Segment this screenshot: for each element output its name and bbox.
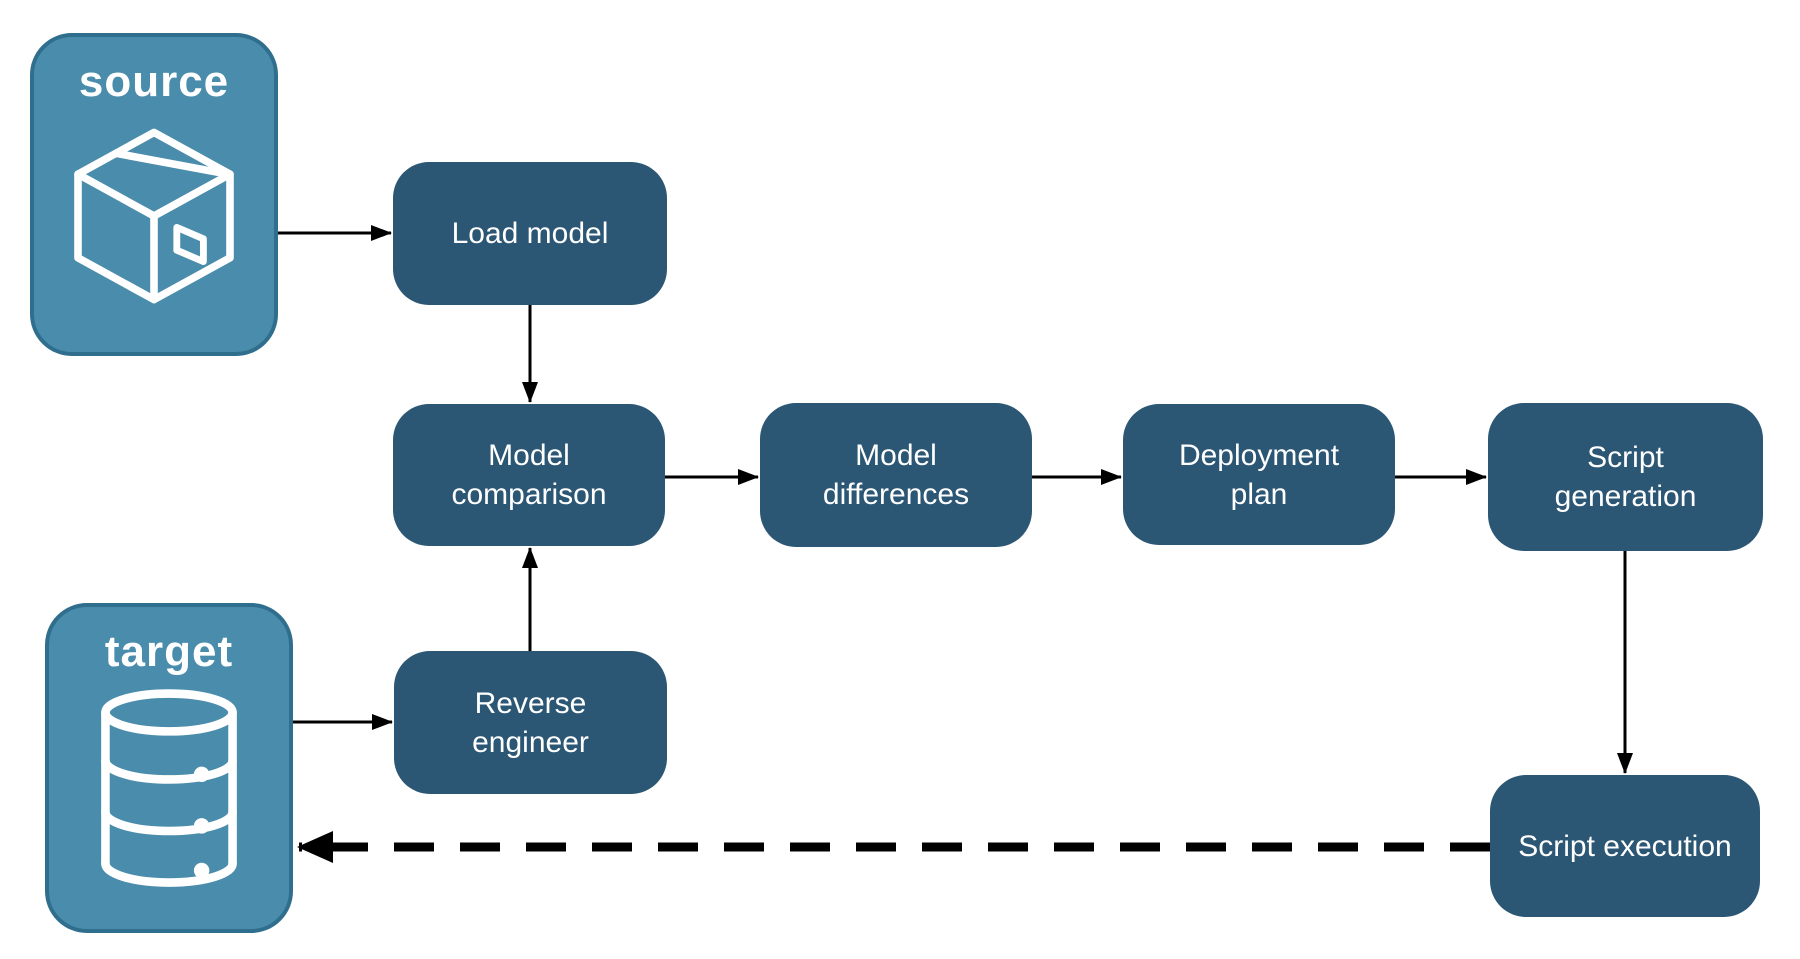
entity-source: source xyxy=(30,33,278,356)
node-model-differences: Model differences xyxy=(760,403,1032,547)
node-script-execution: Script execution xyxy=(1490,775,1760,917)
node-load-model: Load model xyxy=(393,162,667,305)
target-label: target xyxy=(104,627,234,676)
package-icon xyxy=(59,121,249,311)
entity-target: target xyxy=(45,603,293,933)
node-script-generation: Script generation xyxy=(1488,403,1763,551)
node-model-comparison: Model comparison xyxy=(393,404,665,546)
node-reverse-engineer: Reverse engineer xyxy=(394,651,667,794)
database-icon xyxy=(83,685,255,898)
node-deployment-plan: Deployment plan xyxy=(1123,404,1395,545)
source-label: source xyxy=(78,57,230,106)
